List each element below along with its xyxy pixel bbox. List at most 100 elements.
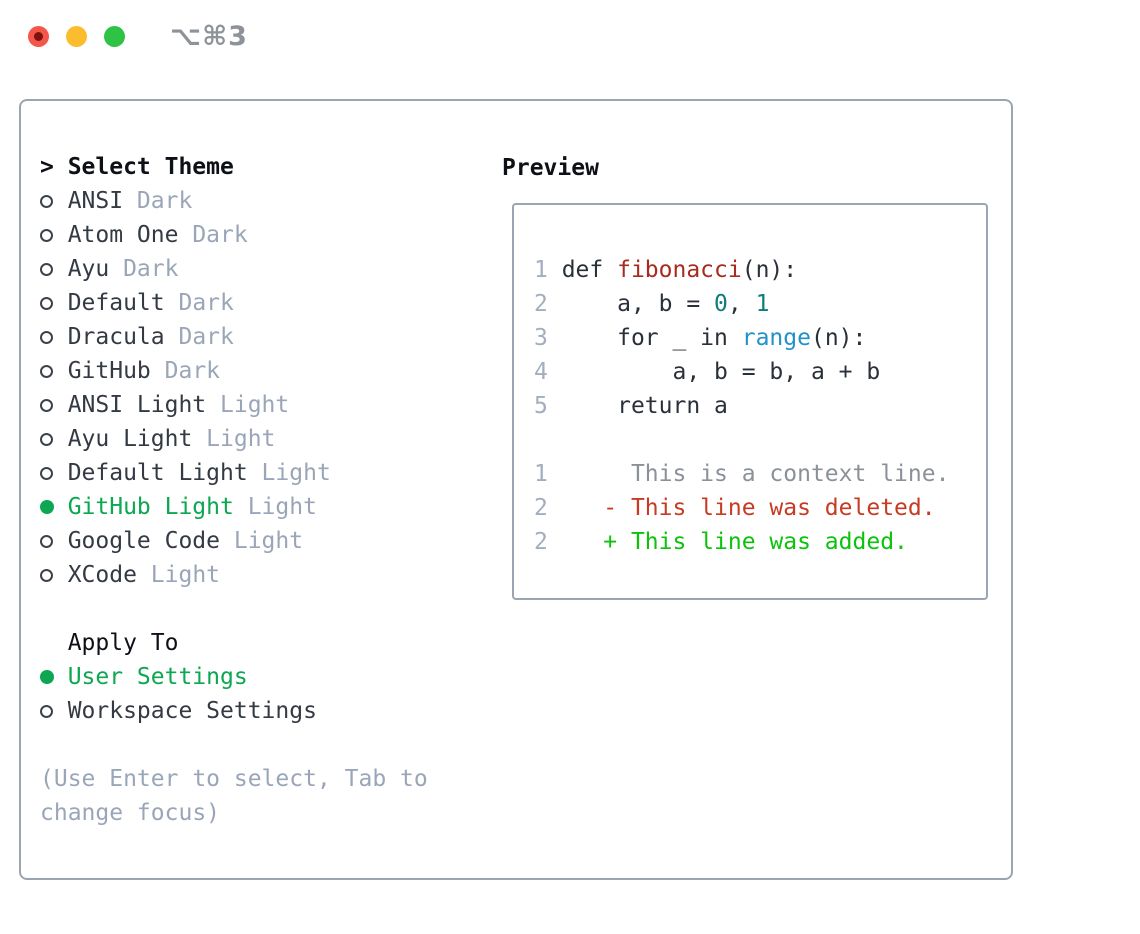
apply-to-option[interactable]: User Settings [40, 660, 428, 694]
code-segment: return a [561, 393, 728, 419]
theme-variant-label: Light [136, 562, 221, 588]
radio-circle-icon [40, 568, 53, 582]
titlebar: ⌥⌘3 [0, 0, 1140, 75]
theme-list-item[interactable]: GitHub Dark [40, 354, 428, 388]
radio-circle-icon [40, 262, 53, 276]
code-line: 3 for _ in range(n): [534, 321, 986, 355]
code-segment: - This line was deleted. [561, 495, 936, 521]
theme-list-item[interactable]: GitHub Light Light [40, 490, 428, 524]
code-line: 2 + This line was added. [534, 525, 986, 559]
code-segment: def [561, 257, 618, 283]
theme-picker-column: >Select Theme ANSI Dark Atom One Dark Ay… [40, 150, 428, 830]
apply-option-label: User Settings [67, 664, 248, 690]
spacer [40, 592, 428, 626]
theme-variant-label: Light [206, 392, 290, 418]
code-segment: range [741, 325, 811, 351]
theme-radio [40, 330, 68, 344]
radio-circle-icon [40, 704, 53, 718]
radio-circle-icon [40, 296, 53, 310]
radio-circle-icon [40, 194, 53, 208]
theme-list-item[interactable]: Dracula Dark [40, 320, 428, 354]
code-segment: fibonacci [617, 257, 742, 283]
code-segment: 1 [755, 291, 770, 317]
theme-name: Default [67, 290, 165, 316]
radio-circle-icon [40, 330, 53, 344]
minimize-icon[interactable] [66, 26, 87, 47]
code-segment: 0 [714, 291, 728, 317]
line-number: 1 [534, 461, 562, 487]
theme-radio [40, 466, 68, 480]
radio-circle-icon [40, 500, 54, 514]
close-dot-icon [34, 32, 43, 41]
theme-name: GitHub [67, 358, 151, 384]
theme-radio [40, 364, 68, 378]
select-theme-header: >Select Theme [40, 150, 428, 184]
theme-list-item[interactable]: Ayu Dark [40, 252, 428, 286]
code-line: 4 a, b = b, a + b [534, 355, 986, 389]
apply-to-header: Apply To [40, 626, 428, 660]
theme-list-item[interactable]: Ayu Light Light [40, 422, 428, 456]
apply-to-title: Apply To [67, 630, 179, 656]
select-theme-title: Select Theme [67, 154, 234, 180]
line-number: 2 [534, 291, 562, 317]
hint-text-line-1: (Use Enter to select, Tab to [40, 766, 428, 792]
apply-radio [40, 704, 68, 718]
theme-radio [40, 296, 68, 310]
preview-title: Preview [502, 155, 599, 181]
theme-radio [40, 534, 68, 548]
main-panel: >Select Theme ANSI Dark Atom One Dark Ay… [19, 99, 1013, 880]
theme-list-item[interactable]: Default Dark [40, 286, 428, 320]
theme-radio [40, 194, 68, 208]
line-number: 3 [534, 325, 562, 351]
code-segment: This is a context line. [561, 461, 950, 487]
radio-circle-icon [40, 364, 53, 378]
theme-variant-label: Dark [109, 256, 179, 282]
diff-lines: 1 This is a context line.2 - This line w… [534, 457, 986, 559]
theme-radio [40, 500, 68, 514]
line-number: 5 [534, 393, 562, 419]
code-segment: (n): [741, 257, 798, 283]
apply-to-option[interactable]: Workspace Settings [40, 694, 428, 728]
theme-list: ANSI Dark Atom One Dark Ayu Dark Default… [40, 184, 428, 592]
theme-variant-label: Dark [123, 188, 193, 214]
apply-to-list: User Settings Workspace Settings [40, 660, 428, 728]
theme-variant-label: Dark [164, 324, 234, 350]
zoom-icon[interactable] [104, 26, 125, 47]
code-segment: + This line was added. [561, 529, 908, 555]
theme-name: Ayu [67, 256, 110, 282]
theme-list-item[interactable]: ANSI Light Light [40, 388, 428, 422]
apply-radio [40, 670, 68, 684]
spacer [534, 423, 986, 457]
theme-list-item[interactable]: Default Light Light [40, 456, 428, 490]
code-segment: a, b = b, a + b [561, 359, 881, 385]
radio-circle-icon [40, 670, 54, 684]
line-number: 4 [534, 359, 562, 385]
code-line: 2 - This line was deleted. [534, 491, 986, 525]
theme-name: ANSI [67, 188, 124, 214]
theme-name: Atom One [67, 222, 179, 248]
line-number: 1 [534, 257, 562, 283]
close-icon[interactable] [28, 26, 49, 47]
theme-name: Dracula [67, 324, 165, 350]
theme-variant-label: Dark [164, 290, 234, 316]
theme-list-item[interactable]: Google Code Light [40, 524, 428, 558]
keyboard-shortcut-label: ⌥⌘3 [170, 21, 248, 52]
code-segment: (n): [810, 325, 867, 351]
theme-name: ANSI Light [67, 392, 207, 418]
code-segment: for _ in [561, 325, 742, 351]
theme-list-item[interactable]: Atom One Dark [40, 218, 428, 252]
theme-radio [40, 568, 68, 582]
theme-name: Default Light [67, 460, 248, 486]
theme-list-item[interactable]: ANSI Dark [40, 184, 428, 218]
theme-radio [40, 262, 68, 276]
code-line: 1 This is a context line. [534, 457, 986, 491]
theme-list-item[interactable]: XCode Light [40, 558, 428, 592]
theme-name: Ayu Light [67, 426, 193, 452]
spacer [40, 728, 428, 762]
radio-circle-icon [40, 466, 53, 480]
theme-variant-label: Light [247, 460, 331, 486]
code-line: 1 def fibonacci(n): [534, 253, 986, 287]
